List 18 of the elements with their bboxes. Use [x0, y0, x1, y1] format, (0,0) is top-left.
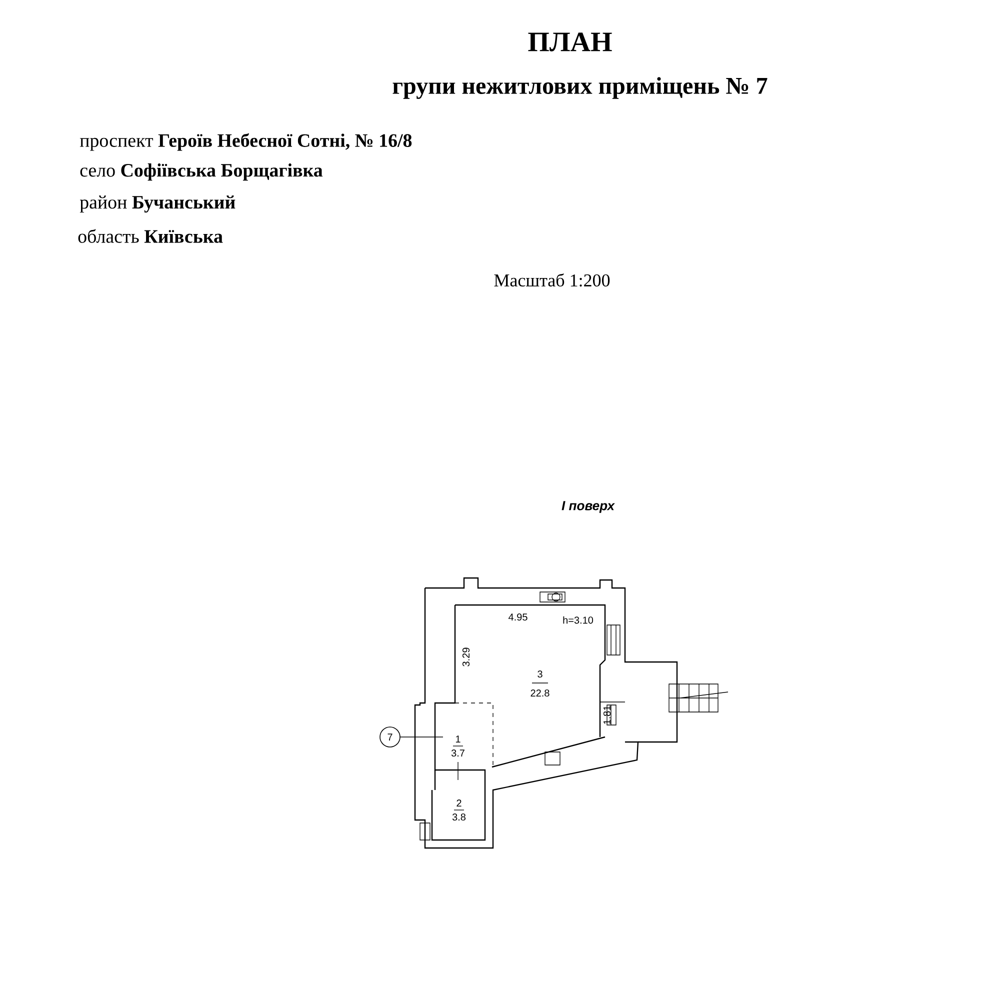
room-number: 1	[456, 736, 460, 742]
address-line: район Бучанський	[80, 195, 236, 213]
room-number: 2	[456, 800, 462, 806]
room-area: 3.7	[451, 749, 464, 757]
room-area: 22.8	[530, 689, 550, 697]
dimension-label: 3.29	[462, 648, 470, 666]
room-area: 3.8	[452, 813, 466, 821]
title: ПЛАН	[528, 32, 612, 52]
floor-label: I поверх	[562, 501, 615, 513]
address-line: село Софіївська Борщагівка	[80, 163, 323, 181]
dimension-label: 4.95	[508, 613, 528, 621]
address-line: область Київська	[78, 229, 223, 243]
subtitle: групи нежитлових приміщень № 7	[392, 77, 768, 99]
ceiling-height: h=3.10	[563, 616, 594, 624]
room-number: 3	[538, 670, 542, 678]
dimension-label: 1.81	[603, 706, 611, 724]
address-line: проспект Героїв Небесної Сотні, № 16/8	[80, 133, 412, 151]
scale-note: Масштаб 1:200	[494, 273, 610, 287]
